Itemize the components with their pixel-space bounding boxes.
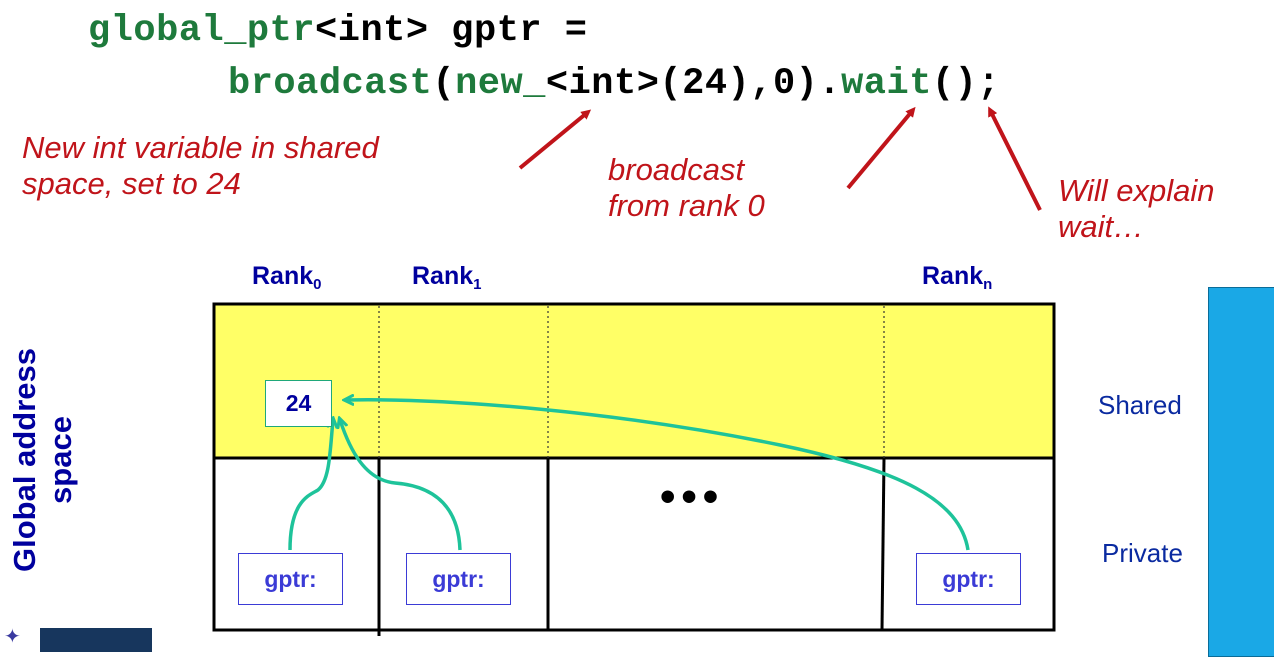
code-new-type: <int> <box>545 63 660 105</box>
arrow-wait <box>988 106 1042 211</box>
code-args: (24),0) <box>659 63 819 105</box>
code-open-paren: ( <box>432 63 456 105</box>
gptr-label-rankn: gptr: <box>942 565 995 592</box>
note-broadcast: broadcast from rank 0 <box>608 152 765 224</box>
star-icon: ✦ <box>4 626 21 648</box>
code-assign: gptr = <box>428 10 588 52</box>
code-type: global_ptr <box>88 10 316 52</box>
rank-1-header: Rank1 <box>412 262 481 293</box>
note-new-int-line2: space, set to 24 <box>22 166 241 201</box>
rank-1-text: Rank <box>412 262 474 290</box>
private-label: Private <box>1102 538 1183 568</box>
ellipsis: ••• <box>660 472 725 521</box>
logo-fragment <box>40 628 152 652</box>
code-wait: wait <box>841 63 932 105</box>
gptr-box-rank1: gptr: <box>406 553 511 605</box>
arrow-broadcast <box>846 106 916 190</box>
shared-int-box: 24 <box>265 380 332 427</box>
note-new-int-line1: New int variable in shared <box>22 130 379 165</box>
rank-0-sub: 0 <box>313 276 322 293</box>
gptr-box-rank0: gptr: <box>238 553 343 605</box>
code-end: (); <box>931 63 1001 105</box>
gptr-box-rankn: gptr: <box>916 553 1021 605</box>
rank-1-sub: 1 <box>473 276 482 293</box>
gptr-label-rank1: gptr: <box>432 565 485 592</box>
code-dot: . <box>818 63 842 105</box>
code-line-1: global_ptr<int> gptr = <box>88 10 588 52</box>
note-wait: Will explain wait… <box>1058 173 1215 245</box>
arrow-new-int <box>518 109 592 170</box>
private-divider-3 <box>880 457 886 631</box>
pointer-rankn <box>346 400 970 551</box>
pointer-rank0 <box>288 420 333 551</box>
shared-int-value: 24 <box>285 390 312 416</box>
note-wait-line2: wait… <box>1058 209 1145 244</box>
note-wait-line1: Will explain <box>1058 173 1215 208</box>
code-line-2: broadcast(new_<int>(24),0).wait(); <box>228 63 1000 105</box>
note-broadcast-line2: from rank 0 <box>608 188 765 223</box>
note-new-int: New int variable in shared space, set to… <box>22 130 379 202</box>
rank-n-header: Rankn <box>922 262 992 293</box>
code-new: new_ <box>455 63 546 105</box>
code-template: <int> <box>315 10 429 52</box>
rank-0-text: Rank <box>252 262 314 290</box>
rank-n-sub: n <box>983 276 993 293</box>
note-broadcast-line1: broadcast <box>608 152 745 187</box>
gptr-label-rank0: gptr: <box>264 565 317 592</box>
code-broadcast: broadcast <box>228 63 433 105</box>
rank-n-text: Rank <box>922 262 984 290</box>
pointer-rank1 <box>340 420 462 551</box>
side-blue-bar <box>1208 287 1274 657</box>
shared-region <box>212 302 1056 460</box>
shared-label: Shared <box>1098 390 1182 420</box>
rank-0-header: Rank0 <box>252 262 321 293</box>
